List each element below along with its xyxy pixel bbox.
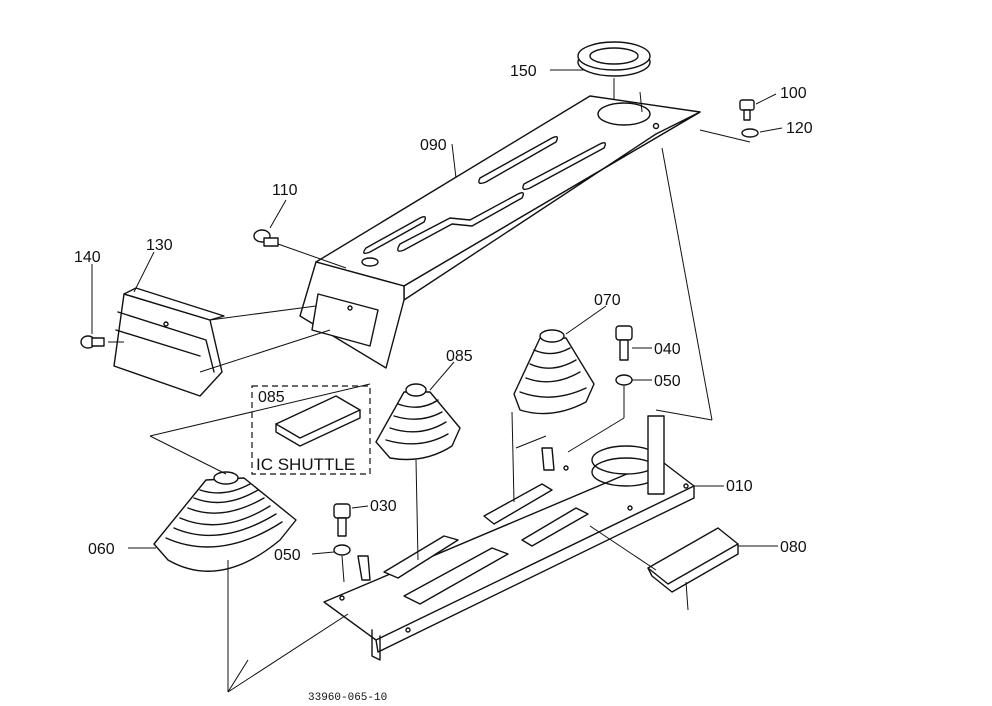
- washer-120: [741, 128, 759, 138]
- figure-code: 33960-065-10: [308, 692, 387, 704]
- washer-050-left: [333, 544, 351, 556]
- washer-050-right: [615, 374, 633, 386]
- label-085-inset: 085: [258, 389, 285, 406]
- screw-140: [80, 335, 105, 349]
- bolt-030: [333, 503, 351, 537]
- label-130: 130: [146, 237, 173, 254]
- label-030: 030: [370, 498, 397, 515]
- pad-080: [647, 527, 739, 611]
- boot-060: [153, 471, 297, 572]
- base-plate-010: [323, 415, 695, 661]
- bolt-100: [739, 99, 755, 121]
- panel-130: [113, 287, 225, 397]
- bolt-040: [615, 325, 633, 361]
- label-070: 070: [594, 292, 621, 309]
- leader-lines: [91, 69, 783, 693]
- screw-110: [253, 229, 279, 247]
- label-110: 110: [272, 182, 298, 199]
- cover-090: [299, 95, 701, 369]
- label-080: 080: [780, 539, 807, 556]
- inset-caption: IC SHUTTLE: [256, 455, 355, 474]
- boot-085: [375, 383, 461, 461]
- label-150: 150: [510, 63, 537, 80]
- label-090: 090: [420, 137, 447, 154]
- label-120: 120: [786, 120, 813, 137]
- label-085-top: 085: [446, 348, 473, 365]
- ic-shuttle-inset: [251, 385, 371, 475]
- label-040: 040: [654, 341, 681, 358]
- label-010: 010: [726, 478, 753, 495]
- label-060: 060: [88, 541, 115, 558]
- label-100: 100: [780, 85, 807, 102]
- grommet-150: [577, 41, 651, 118]
- label-050-left: 050: [274, 547, 301, 564]
- label-050-right: 050: [654, 373, 681, 390]
- label-140: 140: [74, 249, 101, 266]
- boot-070: [513, 329, 595, 415]
